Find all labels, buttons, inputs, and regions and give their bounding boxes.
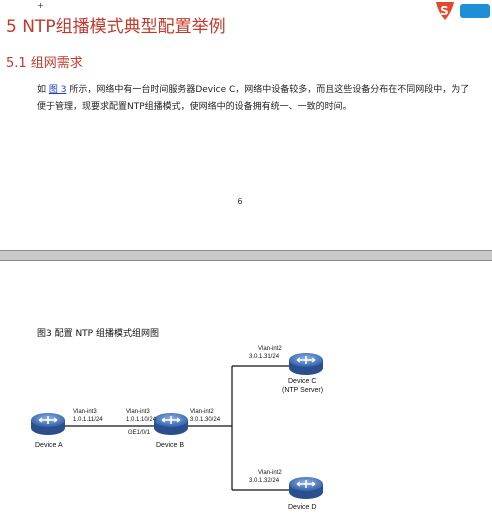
device-c-role: (NTP Server) [282, 387, 323, 394]
device-b-ip-right: 3.0.1.30/24 [190, 417, 221, 423]
device-d-iface: Vlan-int2 [258, 470, 282, 476]
device-c-ip: 3.0.1.31/24 [249, 354, 280, 360]
requirement-paragraph: 如 图 3 所示，网络中有一台时间服务器Device C，网络中设备较多，而且这… [37, 82, 477, 116]
para-lead: 如 [37, 85, 49, 95]
device-a-router-icon [30, 412, 66, 436]
para-body: 所示，网络中有一台时间服务器Device C，网络中设备较多，而且这些设备分布在… [37, 85, 470, 112]
brand-logo-icon: S [436, 2, 490, 20]
device-a-iface: Vlan-int3 [73, 409, 97, 415]
device-a-name: Device A [35, 442, 63, 449]
device-d-ip: 3.0.1.32/24 [249, 478, 280, 484]
page-mark: + [37, 1, 44, 10]
device-b-ip-left: 1.0.1.10/24 [126, 417, 157, 423]
device-c-name: Device C [288, 378, 316, 385]
figure-link[interactable]: 图 3 [48, 85, 67, 95]
page-number: 6 [237, 197, 243, 206]
device-b-iface-right: Vlan-int2 [190, 409, 214, 415]
device-c-iface: Vlan-int2 [258, 346, 282, 352]
device-c-router-icon [288, 352, 324, 376]
svg-text:S: S [440, 4, 449, 18]
subsection-title: 5.1 组网需求 [6, 56, 83, 71]
device-a-ip: 1.0.1.11/24 [73, 417, 103, 423]
device-b-name: Device B [156, 442, 184, 449]
figure-caption: 图3 配置 NTP 组播模式组网图 [37, 329, 159, 339]
device-b-router-icon [153, 412, 189, 436]
device-d-router-icon [288, 476, 324, 500]
device-b-port: GE1/0/1 [128, 430, 151, 436]
device-b-iface-left: Vlan-int3 [126, 409, 150, 415]
page-break-divider [0, 250, 492, 261]
device-d-name: Device D [288, 504, 316, 511]
section-title: 5 NTP组播模式典型配置举例 [6, 17, 226, 37]
